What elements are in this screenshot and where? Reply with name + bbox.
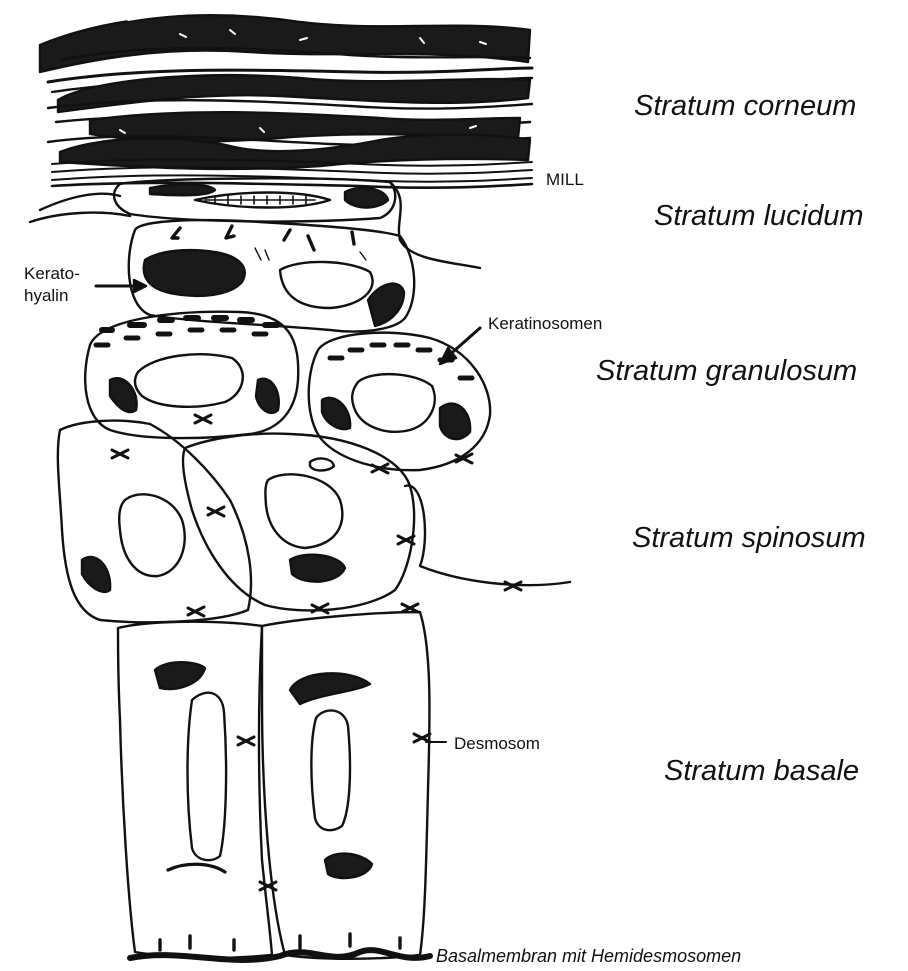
label-keratohyalin-line2: hyalin [24,286,68,306]
basal-cells [118,612,430,959]
label-keratohyalin-line1: Kerato- [24,264,80,284]
granular-cell-left [85,312,298,438]
label-mill: MILL [546,170,584,190]
spinous-cells [58,421,570,623]
granular-cell-right [309,333,490,471]
label-stratum-spinosum: Stratum spinosum [632,522,866,555]
label-stratum-granulosum: Stratum granulosum [596,355,857,388]
label-stratum-corneum: Stratum corneum [634,90,856,123]
label-stratum-lucidum: Stratum lucidum [654,200,864,233]
lucidum-cell [30,178,480,268]
keratohyalin-arrowhead [134,280,146,292]
label-desmosom: Desmosom [454,734,540,754]
corneum-sheets [40,12,532,188]
label-stratum-basale: Stratum basale [664,755,859,788]
label-basalmembran: Basalmembran mit Hemidesmosomen [436,946,741,967]
label-keratinosomen: Keratinosomen [488,314,602,334]
